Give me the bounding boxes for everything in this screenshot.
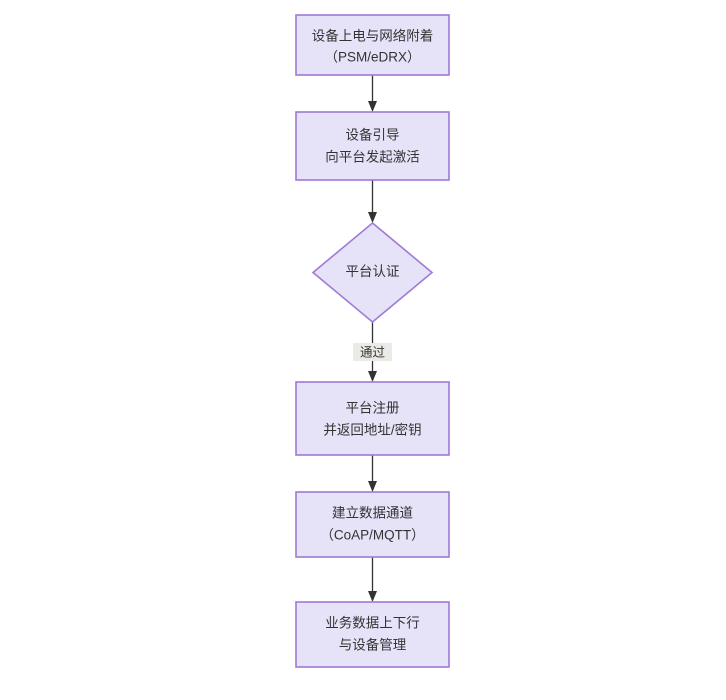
edge-n1-to-n2: [368, 75, 377, 112]
edge-n3-to-n4: 通过: [353, 322, 392, 382]
node-label-line-1: 设备引导: [346, 127, 400, 143]
node-platform-authentication[interactable]: 平台认证: [311, 221, 434, 324]
node-business-data-and-device-management[interactable]: 业务数据上下行 与设备管理: [295, 601, 450, 668]
arrowhead-icon: [368, 212, 377, 223]
node-rectangle[interactable]: [295, 601, 450, 668]
node-rectangle[interactable]: [295, 381, 450, 456]
arrowhead-icon: [368, 591, 377, 602]
node-label-line-2: 并返回地址/密钥: [323, 422, 421, 438]
node-label-line-1: 设备上电与网络附着: [312, 28, 434, 44]
node-label-line-1: 平台认证: [346, 264, 400, 279]
node-label-line-1: 建立数据通道: [332, 506, 413, 521]
node-rectangle[interactable]: [295, 14, 450, 76]
arrowhead-icon: [368, 371, 377, 382]
node-rectangle[interactable]: [295, 111, 450, 181]
node-label-line-1: 业务数据上下行: [325, 616, 420, 631]
edge-n5-to-n6: [368, 557, 377, 602]
arrowhead-icon: [368, 101, 377, 112]
node-label-line-2: 向平台发起激活: [325, 150, 420, 165]
node-data-channel[interactable]: 建立数据通道 （CoAP/MQTT）: [295, 491, 450, 558]
node-device-power-on[interactable]: 设备上电与网络附着 （PSM/eDRX）: [295, 14, 450, 76]
arrowhead-icon: [368, 481, 377, 492]
edge-n4-to-n5: [368, 455, 377, 492]
node-label-line-2: 与设备管理: [339, 637, 407, 653]
node-diamond[interactable]: [311, 221, 434, 324]
node-platform-registration[interactable]: 平台注册 并返回地址/密钥: [295, 381, 450, 456]
node-label-line-2: （CoAP/MQTT）: [320, 528, 424, 543]
edge-label-pass: 通过: [360, 345, 386, 359]
node-rectangle[interactable]: [295, 491, 450, 558]
node-device-bootstrap[interactable]: 设备引导 向平台发起激活: [295, 111, 450, 181]
node-label-line-1: 平台注册: [346, 401, 400, 416]
node-label-line-2: （PSM/eDRX）: [324, 50, 420, 65]
edge-n2-to-n3: [368, 180, 377, 223]
edge-label-background: [353, 343, 392, 361]
